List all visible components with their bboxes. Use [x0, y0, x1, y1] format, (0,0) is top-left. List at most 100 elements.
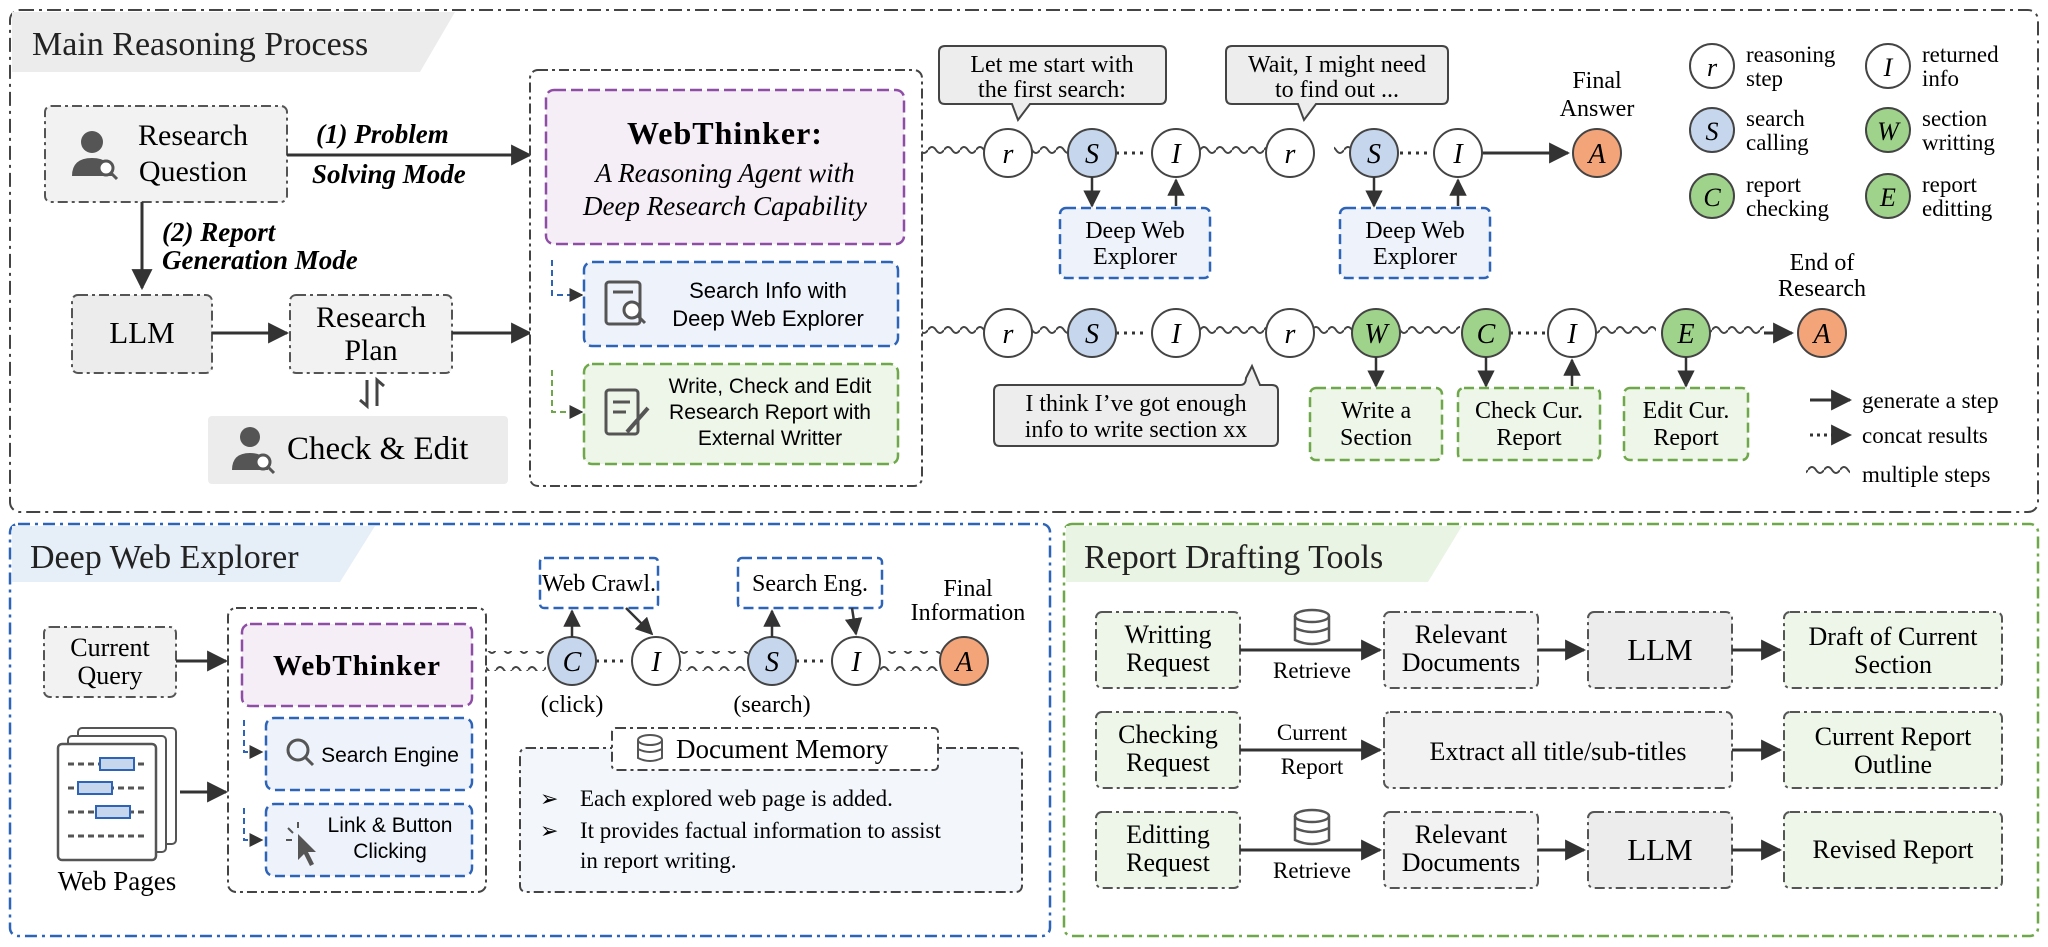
svg-text:S: S — [1706, 117, 1719, 146]
check-node: C — [1461, 308, 1511, 358]
revised-label: Revised Report — [1812, 835, 1974, 864]
multi-step-wave — [1032, 143, 1074, 163]
bullet-arrow-icon: ➢ — [540, 818, 558, 843]
reasoning-node: r — [983, 128, 1033, 178]
link-click-label: Link & Button — [328, 814, 453, 837]
write-section-label: Write a — [1341, 398, 1412, 424]
user-search-icon — [72, 131, 119, 181]
search-tool-label: Deep Web Explorer — [672, 306, 864, 331]
database-icon — [1293, 808, 1331, 846]
retrieve-label: Retrieve — [1273, 658, 1351, 683]
check-report-label: Check Cur. — [1475, 398, 1583, 424]
edit-document-icon — [604, 388, 650, 436]
multi-step-wave — [1200, 323, 1286, 343]
multi-step-wave — [922, 323, 984, 343]
relevant-docs-label: Documents — [1402, 648, 1520, 677]
extract-box — [1383, 711, 1733, 789]
write-section-label: Section — [1340, 425, 1412, 451]
deep-web-explorer-box — [1338, 206, 1492, 280]
info-node: I — [1151, 308, 1201, 358]
search-node: S — [1349, 128, 1399, 178]
mode-1-label: (1) Problem — [316, 119, 449, 149]
reasoning-node: r — [1265, 308, 1315, 358]
legend-label: checking — [1746, 196, 1830, 221]
document-memory-title: Document Memory — [676, 734, 889, 764]
legend-label: editting — [1922, 196, 1993, 221]
svg-text:r: r — [1707, 53, 1718, 82]
speech-bubble: Wait, I might need to find out ... — [1225, 45, 1449, 123]
svg-text:I: I — [1170, 319, 1182, 350]
svg-text:I think I’ve got enough: I think I’ve got enough — [1025, 391, 1246, 417]
svg-text:I: I — [1452, 139, 1464, 170]
main-reasoning-section: Main Reasoning Process Research Question… — [9, 9, 2039, 513]
svg-text:A: A — [1586, 139, 1606, 170]
click-node: C — [547, 636, 597, 686]
speech-bubble: I think I’ve got enough info to write se… — [993, 363, 1279, 447]
svg-text:the first search:: the first search: — [978, 77, 1126, 103]
web-pages-icon — [56, 727, 177, 862]
legend-label: concat results — [1862, 423, 1988, 448]
current-query-box — [43, 626, 177, 698]
magnifier-icon — [286, 738, 315, 767]
search-engine-label: Search Engine — [321, 744, 459, 767]
multi-step-wave — [486, 651, 546, 671]
draft-label: Draft of Current — [1809, 622, 1979, 651]
legend-label: returned — [1922, 42, 1999, 67]
arrow-down — [844, 607, 863, 636]
writing-request-label: Request — [1126, 648, 1211, 677]
research-plan-label: Plan — [344, 334, 397, 367]
write-tool-label: Write, Check and Edit — [669, 375, 872, 398]
edit-report-box — [1622, 386, 1750, 462]
svg-text:r: r — [1003, 319, 1014, 350]
info-node: I — [631, 636, 681, 686]
section-title-main: Main Reasoning Process — [32, 26, 368, 63]
svg-text:r: r — [1285, 319, 1296, 350]
answer-node: A — [1797, 308, 1847, 358]
multi-step-wave — [680, 651, 748, 671]
draft-box — [1783, 611, 2003, 689]
legend-label: writting — [1922, 130, 1995, 155]
deep-web-explorer-label: Deep Web — [1085, 218, 1185, 244]
deep-web-explorer-box — [1058, 206, 1212, 280]
document-memory-header — [611, 727, 939, 771]
checking-request-label: Request — [1126, 748, 1211, 777]
editing-request-label: Editting — [1126, 820, 1210, 849]
check-edit-label: Check & Edit — [287, 431, 468, 467]
webthinker-box-dwe — [240, 622, 474, 708]
write-tool-box — [582, 362, 900, 466]
legend-label: section — [1922, 106, 1988, 131]
section-title-dwe: Deep Web Explorer — [30, 539, 299, 576]
multi-step-wave — [922, 143, 984, 163]
database-icon — [1293, 608, 1331, 646]
bidirectional-arrow-icon — [359, 376, 385, 410]
memory-item: It provides factual information to assis… — [580, 818, 942, 843]
svg-text:W: W — [1877, 117, 1901, 146]
search-tool-label: Search Info with — [689, 278, 847, 303]
multi-step-wave — [1400, 323, 1460, 343]
legend-label: report — [1922, 172, 1978, 197]
llm-label: LLM — [1627, 832, 1692, 867]
svg-text:Let me start with: Let me start with — [970, 52, 1133, 78]
webthinker-subtitle: A Reasoning Agent with — [593, 158, 854, 188]
legend-label: info — [1922, 66, 1959, 91]
edit-report-label: Report — [1653, 425, 1719, 451]
end-research-label: End of — [1790, 250, 1855, 276]
research-question-label: Question — [139, 155, 247, 188]
svg-text:A: A — [953, 647, 973, 678]
legend-label: report — [1746, 172, 1802, 197]
webthinker-title-box — [544, 88, 906, 246]
editing-request-label: Request — [1126, 848, 1211, 877]
search-node: S — [1067, 308, 1117, 358]
write-node: W — [1351, 308, 1401, 358]
legend-label: step — [1746, 66, 1783, 91]
final-answer-label: Answer — [1560, 96, 1635, 122]
svg-text:r: r — [1285, 139, 1296, 170]
deep-web-explorer-label: Explorer — [1373, 244, 1457, 270]
revised-box — [1783, 811, 2003, 889]
mode-2-label: Generation Mode — [162, 245, 358, 275]
multi-step-wave — [1596, 323, 1656, 343]
svg-text:A: A — [1811, 319, 1831, 350]
checking-request-label: Checking — [1118, 720, 1218, 749]
current-report-label: Current — [1277, 720, 1348, 745]
